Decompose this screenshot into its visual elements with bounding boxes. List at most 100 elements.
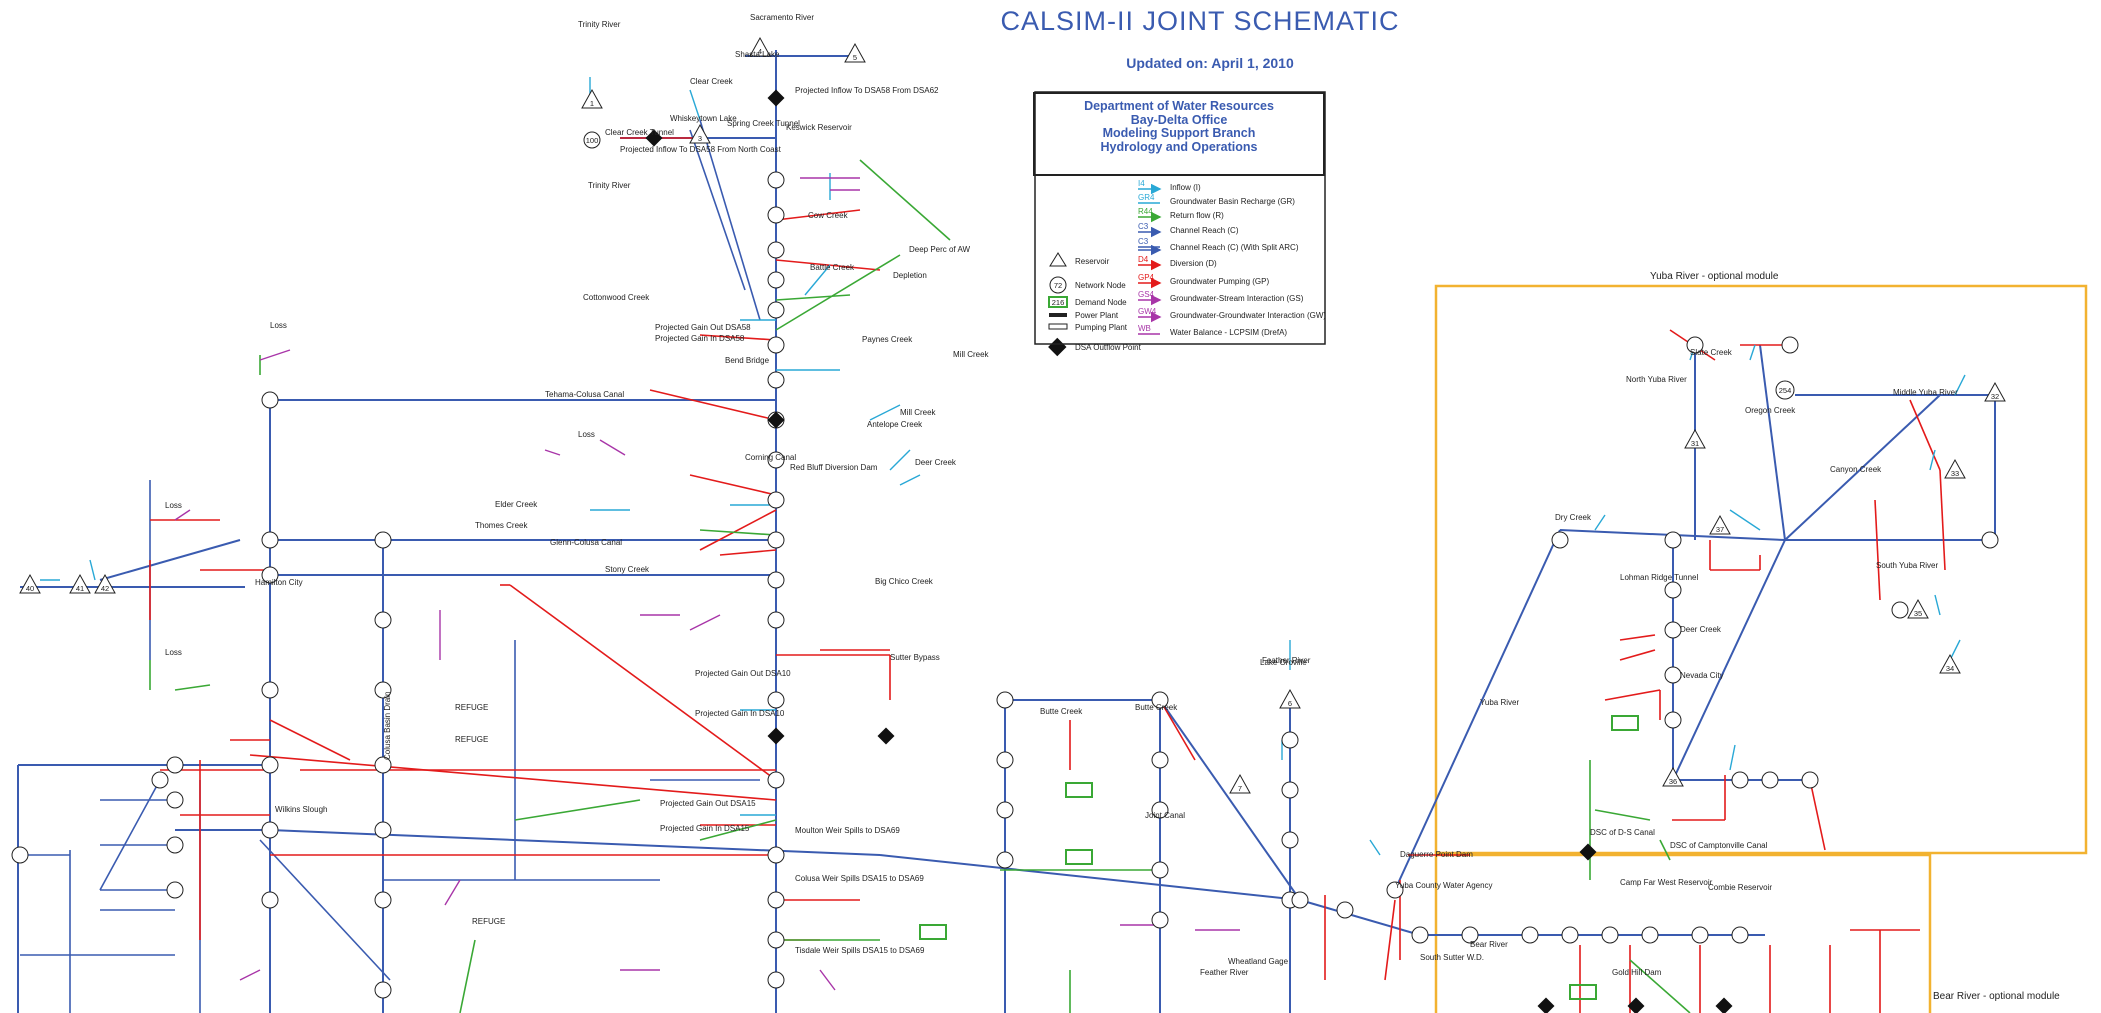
network-node[interactable] — [1601, 926, 1619, 944]
network-node[interactable] — [1801, 771, 1819, 789]
network-node[interactable] — [1664, 581, 1682, 599]
network-node[interactable] — [261, 821, 279, 839]
network-node[interactable] — [1781, 336, 1799, 354]
network-node[interactable] — [767, 846, 785, 864]
network-node[interactable] — [1686, 336, 1704, 354]
dsa-point[interactable] — [767, 411, 785, 429]
reservoir-thermalito[interactable] — [1229, 773, 1251, 794]
network-node[interactable] — [374, 981, 392, 999]
network-node[interactable] — [1891, 601, 1909, 619]
network-node[interactable] — [767, 971, 785, 989]
reservoir-jackson-meadows[interactable] — [1984, 381, 2006, 402]
network-node[interactable] — [374, 756, 392, 774]
network-node[interactable] — [767, 531, 785, 549]
network-node[interactable] — [374, 611, 392, 629]
reservoir-englebright[interactable] — [1709, 514, 1731, 535]
network-node[interactable] — [767, 336, 785, 354]
network-node[interactable] — [374, 891, 392, 909]
reservoir-scotts-flat[interactable] — [1662, 766, 1684, 787]
network-node[interactable] — [767, 301, 785, 319]
network-node[interactable] — [767, 891, 785, 909]
demand-node[interactable] — [919, 924, 947, 940]
dsa-point[interactable] — [1579, 843, 1597, 861]
network-node[interactable] — [767, 571, 785, 589]
reservoir-spaulding[interactable] — [1907, 598, 1929, 619]
network-node[interactable] — [1281, 731, 1299, 749]
network-node[interactable] — [1761, 771, 1779, 789]
reservoir-lewiston[interactable] — [583, 131, 601, 149]
network-node[interactable] — [1386, 881, 1404, 899]
network-node[interactable] — [151, 771, 169, 789]
dsa-point[interactable] — [767, 727, 785, 745]
network-node[interactable] — [1731, 926, 1749, 944]
network-node[interactable] — [767, 771, 785, 789]
network-node[interactable] — [261, 391, 279, 409]
demand-node[interactable] — [1065, 782, 1093, 798]
network-node[interactable] — [996, 751, 1014, 769]
network-node[interactable] — [1691, 926, 1709, 944]
network-node[interactable] — [1461, 926, 1479, 944]
network-node[interactable] — [1731, 771, 1749, 789]
reservoir-fordyce[interactable] — [1939, 653, 1961, 674]
network-node[interactable] — [261, 756, 279, 774]
demand-node[interactable] — [1569, 984, 1597, 1000]
reservoir-shasta[interactable] — [749, 36, 771, 57]
network-node[interactable] — [996, 851, 1014, 869]
network-node[interactable] — [996, 801, 1014, 819]
network-node[interactable] — [1664, 531, 1682, 549]
network-node[interactable] — [1521, 926, 1539, 944]
reservoir-whiskeytown[interactable] — [689, 123, 711, 144]
network-node[interactable] — [767, 611, 785, 629]
reservoir-keswick-top[interactable] — [844, 42, 866, 63]
network-node[interactable] — [1281, 781, 1299, 799]
network-node[interactable] — [1291, 891, 1309, 909]
network-node[interactable] — [767, 171, 785, 189]
network-node[interactable] — [1664, 621, 1682, 639]
reservoir-trinity[interactable] — [581, 88, 603, 109]
reservoir-stony-gorge[interactable] — [69, 573, 91, 594]
network-node[interactable] — [767, 206, 785, 224]
network-node[interactable] — [1151, 911, 1169, 929]
network-node[interactable] — [1641, 926, 1659, 944]
network-node[interactable] — [1551, 531, 1569, 549]
network-node[interactable] — [1336, 901, 1354, 919]
dsa-point[interactable] — [1537, 997, 1555, 1013]
network-node[interactable] — [261, 891, 279, 909]
reservoir-east-park[interactable] — [19, 573, 41, 594]
node-our-house[interactable] — [1775, 380, 1795, 400]
network-node[interactable] — [11, 846, 29, 864]
reservoir-black-butte[interactable] — [94, 573, 116, 594]
network-node[interactable] — [166, 881, 184, 899]
network-node[interactable] — [261, 566, 279, 584]
network-node[interactable] — [767, 271, 785, 289]
network-node[interactable] — [767, 491, 785, 509]
network-node[interactable] — [1981, 531, 1999, 549]
network-node[interactable] — [1151, 691, 1169, 709]
network-node[interactable] — [261, 531, 279, 549]
demand-node[interactable] — [1065, 849, 1093, 865]
reservoir-oroville[interactable] — [1279, 688, 1301, 709]
reservoir-new-bullards[interactable] — [1684, 428, 1706, 449]
network-node[interactable] — [767, 241, 785, 259]
network-node[interactable] — [1151, 751, 1169, 769]
network-node[interactable] — [767, 451, 785, 469]
network-node[interactable] — [166, 756, 184, 774]
network-node[interactable] — [996, 691, 1014, 709]
dsa-point[interactable] — [1715, 997, 1733, 1013]
network-node[interactable] — [767, 371, 785, 389]
network-node[interactable] — [374, 821, 392, 839]
network-node[interactable] — [374, 531, 392, 549]
dsa-point[interactable] — [645, 129, 663, 147]
network-node[interactable] — [1151, 861, 1169, 879]
network-node[interactable] — [261, 681, 279, 699]
demand-node[interactable] — [1611, 715, 1639, 731]
network-node[interactable] — [166, 836, 184, 854]
network-node[interactable] — [1151, 801, 1169, 819]
network-node[interactable] — [767, 931, 785, 949]
network-node[interactable] — [1281, 831, 1299, 849]
reservoir-bowman[interactable] — [1944, 458, 1966, 479]
network-node[interactable] — [1664, 711, 1682, 729]
dsa-point[interactable] — [1627, 997, 1645, 1013]
dsa-point[interactable] — [767, 89, 785, 107]
network-node[interactable] — [1411, 926, 1429, 944]
